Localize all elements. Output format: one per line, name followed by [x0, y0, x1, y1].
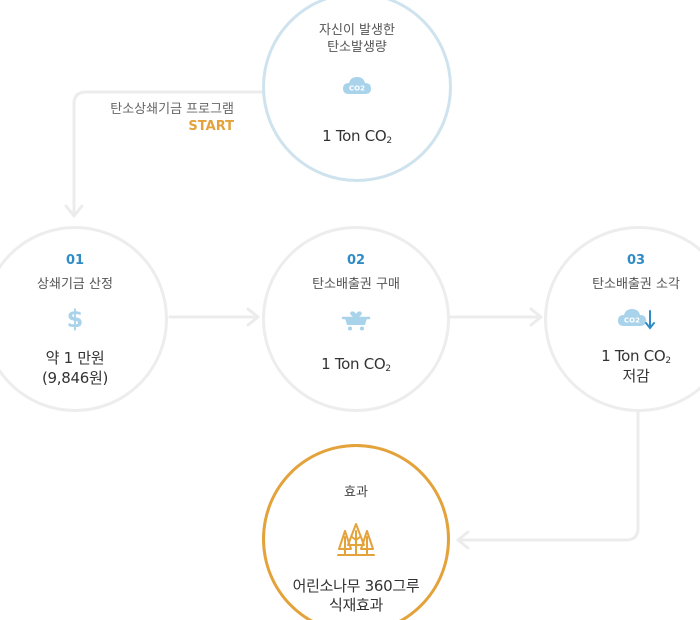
svg-text:$: $	[67, 305, 84, 331]
step-01-value-line1: 약 1 만원	[45, 349, 105, 367]
step-02-value: 1 Ton CO2	[321, 355, 391, 374]
step-03-circle: 03 탄소배출권 소각 CO2 1 Ton CO2 저감	[544, 226, 700, 412]
co2-cloud-down-icon: CO2	[547, 307, 700, 331]
dollar-icon: $	[0, 305, 165, 331]
source-line2: 탄소발생량	[327, 40, 387, 55]
effect-line1: 어린소나무 360그루	[292, 577, 420, 595]
step-03-value: 1 Ton CO2	[601, 347, 671, 366]
step-03-number: 03	[626, 253, 646, 268]
svg-text:CO2: CO2	[349, 85, 365, 93]
svg-text:CO2: CO2	[624, 317, 640, 325]
step-01-circle: 01 상쇄기금 산정 $ 약 1 만원 (9,846원)	[0, 226, 168, 412]
step-01-label: 상쇄기금 산정	[37, 277, 113, 292]
arrowhead-effect	[456, 530, 470, 550]
connector-03-to-effect	[456, 408, 640, 542]
source-value: 1 Ton CO2	[322, 127, 392, 146]
pine-trees-icon	[265, 521, 447, 559]
start-word: START	[188, 119, 234, 134]
step-02-number: 02	[346, 253, 366, 268]
step-02-circle: 02 탄소배출권 구매 1 Ton CO2	[262, 226, 450, 412]
step-01-number: 01	[65, 253, 85, 268]
arrowhead-02	[246, 307, 260, 327]
co2-cloud-icon: CO2	[265, 75, 449, 97]
step-02-label: 탄소배출권 구매	[312, 277, 400, 292]
program-start-label: 탄소상쇄기금 프로그램 START	[110, 98, 234, 134]
connector-source-to-01	[72, 90, 264, 216]
step-03-value-line2: 저감	[622, 367, 650, 385]
program-title: 탄소상쇄기금 프로그램	[110, 102, 234, 117]
source-emission-circle: 자신이 발생한 탄소발생량 CO2 1 Ton CO2	[262, 0, 452, 182]
effect-title: 효과	[344, 485, 368, 500]
step-01-value-line2: (9,846원)	[41, 369, 109, 387]
arrowhead-01	[64, 204, 84, 218]
cart-heart-icon	[265, 305, 447, 331]
source-line1: 자신이 발생한	[319, 23, 395, 38]
step-03-label: 탄소배출권 소각	[592, 277, 680, 292]
effect-line2: 식재효과	[328, 596, 383, 614]
arrowhead-03	[529, 307, 543, 327]
effect-circle: 효과 어린소나무 360그루 식재효과	[262, 444, 450, 620]
